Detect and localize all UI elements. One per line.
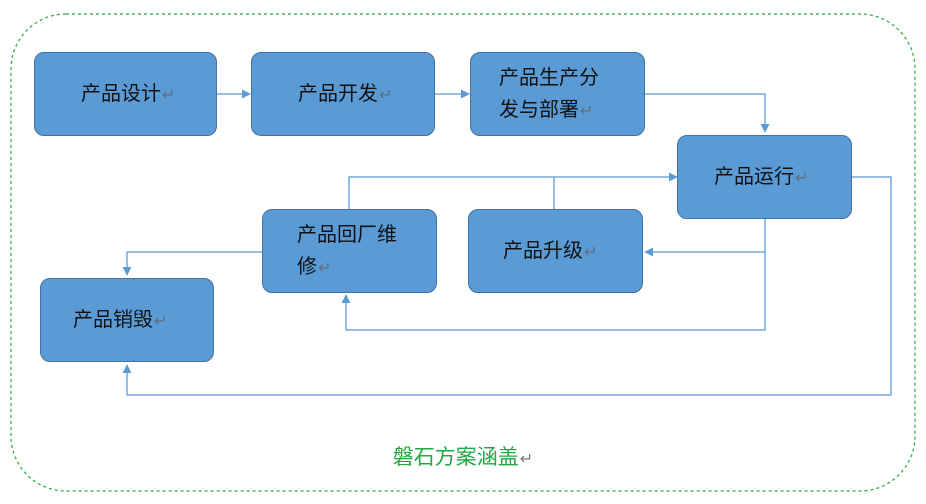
arrow-operate-to-repair [341,252,766,331]
node-label: 产品开发 [298,81,378,105]
return-mark: ↵ [162,85,176,104]
arrow-repair-to-destroy [122,251,262,276]
arrow-operate-to-destroy [122,176,892,396]
return-mark: ↵ [379,85,393,104]
return-mark: ↵ [584,242,598,261]
arrow-operate-to-upgrade [644,219,766,257]
node-product-development: 产品开发↵ [251,52,435,136]
scope-frame [10,13,916,492]
return-mark: ↵ [580,101,594,120]
node-product-destruction: 产品销毁↵ [40,278,214,362]
return-mark: ↵ [154,311,168,330]
return-mark: ↵ [519,449,534,468]
return-mark: ↵ [318,258,332,277]
return-mark: ↵ [795,168,809,187]
node-label: 产品销毁 [73,307,153,331]
node-product-design: 产品设计↵ [34,52,217,136]
arrow-repair-to-operate [348,172,678,209]
caption-text: 磐石方案涵盖 [392,445,519,469]
node-product-production: 产品生产分发与部署↵ [470,52,645,136]
node-label: 产品升级 [503,238,583,262]
node-product-repair: 产品回厂维修↵ [262,209,437,293]
node-label: 产品设计 [81,81,161,105]
node-product-operation: 产品运行↵ [677,135,852,219]
node-label: 产品生产分发与部署 [499,65,599,121]
node-label: 产品运行 [714,164,794,188]
node-product-upgrade: 产品升级↵ [468,209,643,293]
arrow-produce-to-operate [645,93,770,133]
diagram-caption: 磐石方案涵盖↵ [0,441,926,471]
node-label: 产品回厂维修 [297,222,397,278]
